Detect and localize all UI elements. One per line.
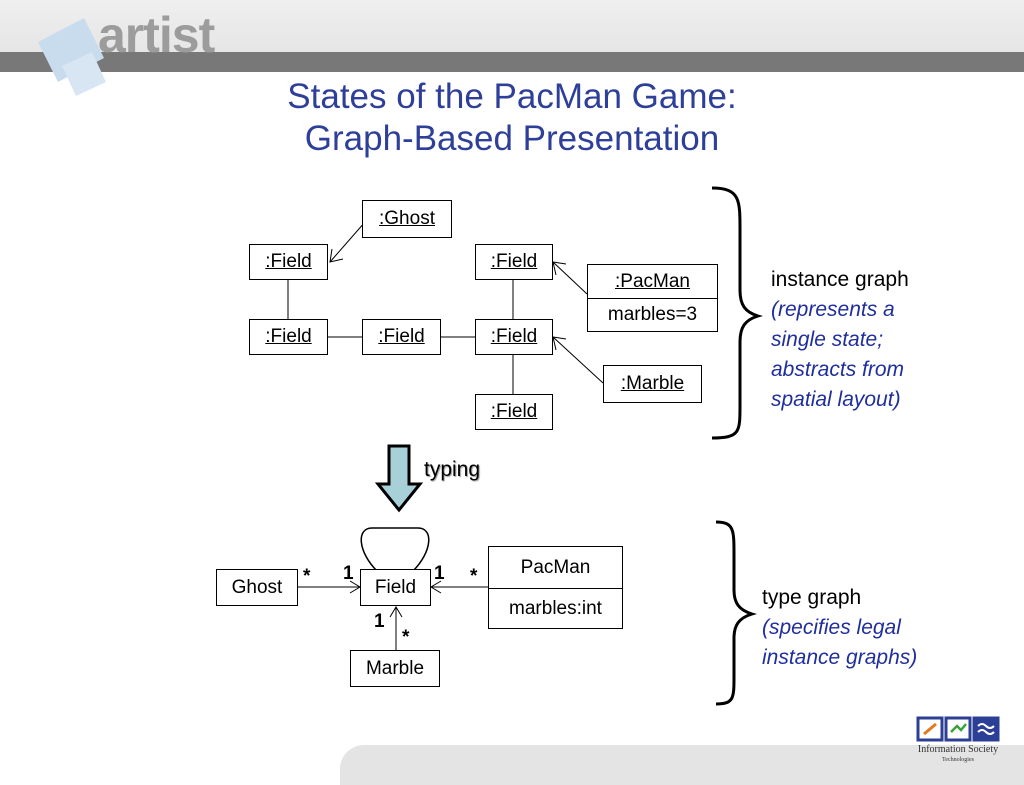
instance-marble-node: :Marble (603, 365, 702, 403)
instance-desc-line-1: (represents a (771, 298, 895, 321)
type-desc-line-1: (specifies legal (762, 616, 901, 639)
title-line-2: Graph-Based Presentation (304, 119, 720, 158)
instance-field-node-top-right: :Field (475, 244, 553, 280)
type-graph-description: type graph (specifies legal instance gra… (762, 583, 917, 673)
instance-graph-description: instance graph (represents a single stat… (771, 265, 909, 415)
edge-ghost-field (329, 221, 366, 263)
instance-pacman-label: :PacMan (615, 270, 690, 292)
type-pacman-attr-cell: marbles:int (489, 589, 622, 628)
instance-marble-label: :Marble (620, 373, 685, 394)
instance-field-node-mid-left: :Field (249, 319, 328, 355)
type-pacman-node: PacMan marbles:int (488, 546, 623, 629)
mult-ghost-side: * (303, 566, 311, 587)
slide-title: States of the PacMan Game: Graph-Based P… (0, 76, 1024, 160)
instance-field-node-bottom: :Field (475, 394, 553, 430)
arrowhead-type-pacman-field (430, 580, 442, 594)
instance-ghost-node: :Ghost (362, 200, 452, 238)
arrowhead-type-marble-field (389, 606, 403, 618)
ist-logo-line-2: Technologies (942, 757, 974, 763)
type-pacman-label: PacMan (520, 556, 591, 578)
instance-pacman-node: :PacMan marbles=3 (587, 264, 718, 332)
ist-logo-icon (916, 716, 1000, 742)
arrowhead-marble-field (552, 336, 567, 351)
arrowhead-ghost-field (329, 248, 344, 263)
type-marble-node: Marble (350, 650, 440, 687)
type-pacman-attr: marbles:int (509, 597, 602, 619)
instance-pacman-attr: marbles=3 (607, 304, 698, 325)
instance-ghost-label: :Ghost (379, 208, 435, 229)
instance-field-node-mid-center: :Field (362, 319, 441, 355)
instance-graph-heading: instance graph (771, 268, 909, 291)
typing-arrow-icon (374, 444, 424, 513)
mult-marble-side: * (402, 627, 410, 648)
edge-pacman-field (552, 261, 588, 295)
header-stripe (0, 52, 1024, 72)
instance-desc-line-4: spatial layout) (771, 388, 901, 411)
instance-field-label: :Field (490, 401, 538, 422)
type-pacman-name-cell: PacMan (489, 547, 622, 589)
instance-pacman-name-cell: :PacMan (588, 265, 717, 299)
type-field-label: Field (374, 576, 417, 598)
instance-field-node-mid-right: :Field (475, 319, 553, 355)
brace-type-graph (715, 520, 758, 706)
type-graph-heading: type graph (762, 586, 862, 609)
instance-field-label: :Field (265, 251, 312, 272)
ist-logo-line-1: Information Society (917, 744, 999, 755)
field-self-loop (360, 527, 430, 572)
instance-pacman-attr-cell: marbles=3 (588, 299, 717, 331)
instance-field-label: :Field (378, 326, 425, 347)
type-field-node: Field (360, 569, 431, 606)
instance-field-label: :Field (265, 326, 312, 347)
instance-field-label: :Field (490, 326, 538, 347)
artist-logo-text: artist (98, 7, 215, 63)
mult-field-marble-side: 1 (374, 611, 385, 632)
diagram-lines (287, 186, 764, 706)
artist-logo-icon (38, 18, 106, 96)
mult-pacman-side: * (470, 566, 478, 587)
title-line-1: States of the PacMan Game: (287, 77, 737, 116)
type-ghost-label: Ghost (231, 576, 283, 598)
mult-field-ghost-side: 1 (343, 563, 354, 584)
type-desc-line-2: instance graphs) (762, 646, 918, 669)
instance-field-node-top-left: :Field (249, 244, 328, 280)
typing-label: typing (424, 458, 481, 481)
brace-instance-graph (711, 186, 764, 440)
instance-desc-line-3: abstracts from (771, 358, 905, 381)
instance-field-label: :Field (490, 251, 538, 272)
type-marble-label: Marble (365, 657, 425, 679)
type-ghost-node: Ghost (216, 569, 298, 606)
instance-desc-line-2: single state; (771, 328, 884, 351)
mult-field-pacman-side: 1 (434, 563, 445, 584)
edge-marble-field (552, 336, 604, 384)
ist-logo: Information Society Technologies (908, 714, 1008, 768)
arrowhead-pacman-field (552, 261, 567, 276)
